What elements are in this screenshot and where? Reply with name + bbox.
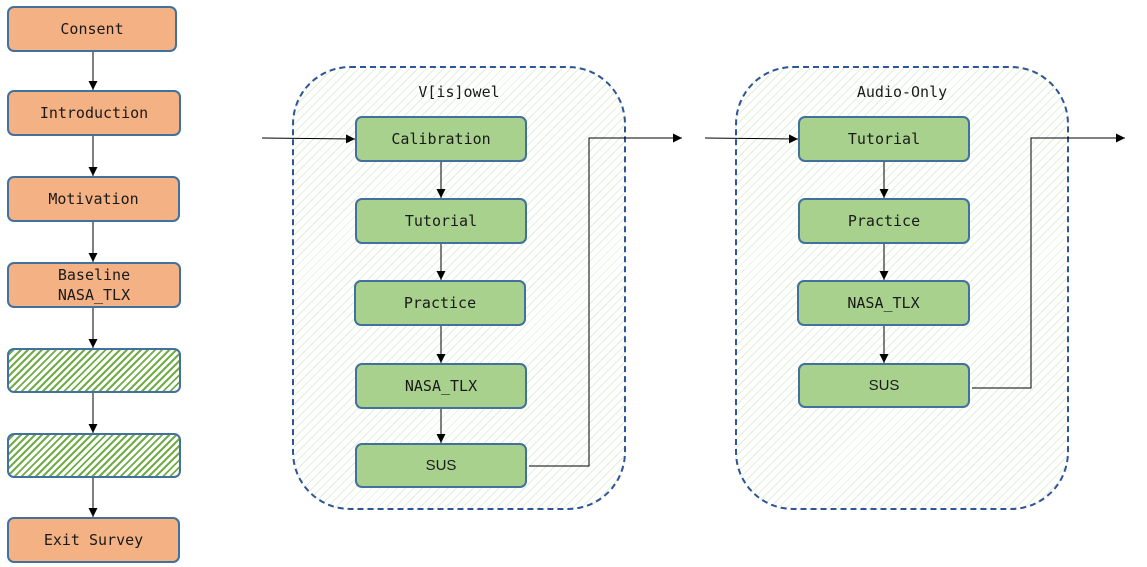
baseline-nasa-tlx-box: Baseline NASA_TLX (7, 262, 181, 308)
visowel-nasa-tlx-box: NASA_TLX (355, 363, 527, 409)
visowel-calibration-box: Calibration (355, 116, 527, 162)
motivation-box: Motivation (7, 176, 180, 222)
visowel-tutorial-box: Tutorial (355, 198, 527, 244)
exit-survey-box: Exit Survey (7, 517, 180, 563)
arrow-into-audio-only (704, 134, 799, 144)
arrow-into-visowel (261, 134, 356, 144)
visowel-tutorial-label: Tutorial (404, 212, 478, 230)
consent-box: Consent (7, 6, 177, 52)
baseline-label: Baseline NASA_TLX (58, 265, 130, 305)
audio-sus-box: SUS (798, 363, 970, 408)
visowel-title: V[is]owel (418, 83, 500, 101)
baseline-label-line1: Baseline (57, 266, 131, 284)
arrow-visowel-exit (529, 133, 682, 467)
audio-nasa-tlx-label: NASA_TLX (847, 294, 920, 312)
visowel-nasa-tlx-label: NASA_TLX (404, 377, 478, 395)
visowel-sus-box: SUS (355, 443, 527, 488)
visowel-practice-box: Practice (354, 280, 526, 326)
motivation-label: Motivation (48, 190, 139, 208)
audio-only-title: Audio-Only (856, 83, 948, 101)
audio-nasa-tlx-box: NASA_TLX (797, 280, 970, 326)
visowel-calibration-label: Calibration (391, 130, 491, 148)
audio-practice-box: Practice (798, 198, 970, 244)
exit-survey-label: Exit Survey (43, 531, 144, 549)
introduction-box: Introduction (7, 90, 181, 136)
visowel-sus-label: SUS (425, 456, 457, 474)
audio-tutorial-label: Tutorial (847, 130, 921, 148)
condition-slot-2-box (7, 433, 181, 478)
baseline-label-line2: NASA_TLX (57, 286, 131, 304)
consent-label: Consent (60, 20, 124, 38)
audio-tutorial-box: Tutorial (798, 116, 970, 162)
visowel-practice-label: Practice (403, 294, 477, 312)
introduction-label: Introduction (39, 104, 149, 122)
condition-slot-1-box (7, 348, 181, 393)
audio-sus-label: SUS (868, 376, 900, 394)
audio-practice-label: Practice (847, 212, 921, 230)
arrow-audio-only-exit (972, 133, 1125, 389)
